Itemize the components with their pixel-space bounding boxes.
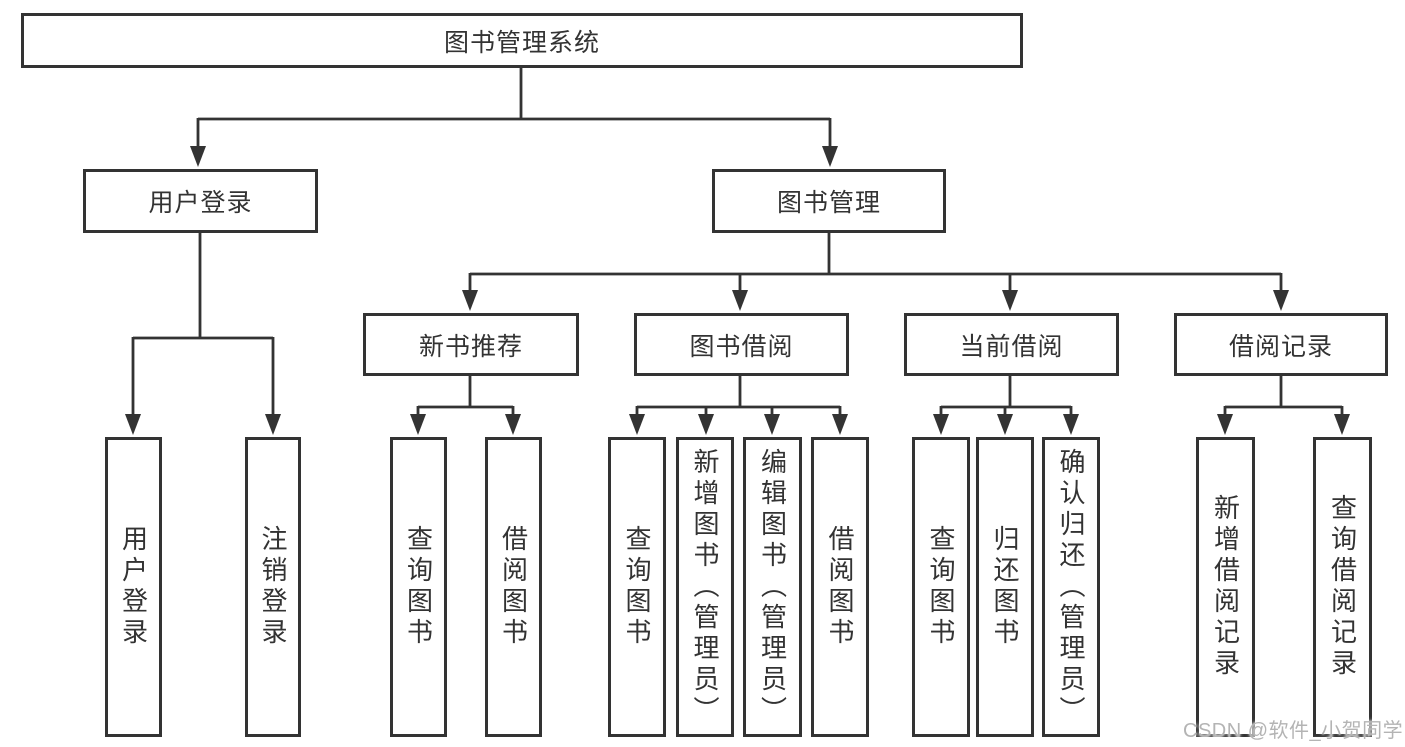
- leaf-return-books: 归还图书: [976, 437, 1034, 737]
- leaf-label: 确认归还（管理员）: [1056, 447, 1086, 727]
- arrow-icon: [1063, 414, 1079, 435]
- arrow-icon: [1217, 414, 1233, 435]
- leaf-add-borrow-record: 新增借阅记录: [1196, 437, 1255, 737]
- leaf-borrow-books: 借阅图书: [811, 437, 869, 737]
- leaf-label: 借阅图书: [498, 525, 529, 649]
- leaf-edit-books-admin: 编辑图书（管理员）: [743, 437, 802, 737]
- leaf-label: 查询图书: [403, 525, 434, 649]
- arrow-icon: [410, 414, 426, 435]
- arrow-icon: [764, 414, 780, 435]
- arrow-icon: [1002, 290, 1018, 311]
- arrow-icon: [997, 414, 1013, 435]
- leaf-label: 归还图书: [990, 525, 1020, 649]
- leaf-label: 查询借阅记录: [1327, 494, 1358, 680]
- arrow-icon: [505, 414, 521, 435]
- arrow-icon: [822, 146, 838, 167]
- leaf-label: 编辑图书（管理员）: [757, 447, 788, 727]
- arrow-icon: [125, 414, 141, 435]
- leaf-label: 用户登录: [118, 525, 149, 649]
- arrow-icon: [732, 290, 748, 311]
- arrow-icon: [832, 414, 848, 435]
- arrow-icon: [698, 414, 714, 435]
- node-root: 图书管理系统: [21, 13, 1023, 68]
- leaf-query-books-recommend: 查询图书: [390, 437, 447, 737]
- leaf-label: 查询图书: [926, 525, 956, 649]
- arrow-icon: [933, 414, 949, 435]
- csdn-watermark: CSDN @软件_小贺同学: [1183, 720, 1404, 742]
- leaf-label: 注销登录: [258, 525, 288, 649]
- node-book-borrow: 图书借阅: [634, 313, 849, 376]
- arrow-icon: [1273, 290, 1289, 311]
- node-current-borrow: 当前借阅: [904, 313, 1119, 376]
- leaf-logout: 注销登录: [245, 437, 301, 737]
- node-user-login: 用户登录: [83, 169, 318, 233]
- leaf-user-login: 用户登录: [105, 437, 162, 737]
- leaf-confirm-return-admin: 确认归还（管理员）: [1042, 437, 1100, 737]
- node-new-book-recommend: 新书推荐: [363, 313, 579, 376]
- leaf-label: 新增借阅记录: [1210, 494, 1241, 680]
- arrow-icon: [1334, 414, 1350, 435]
- node-borrow-records: 借阅记录: [1174, 313, 1388, 376]
- leaf-label: 新增图书（管理员）: [690, 447, 720, 727]
- node-book-management: 图书管理: [712, 169, 946, 233]
- leaf-borrow-books-recommend: 借阅图书: [485, 437, 542, 737]
- leaf-query-borrow-record: 查询借阅记录: [1313, 437, 1372, 737]
- arrow-icon: [265, 414, 281, 435]
- leaf-add-books-admin: 新增图书（管理员）: [676, 437, 734, 737]
- leaf-label: 借阅图书: [825, 525, 855, 649]
- leaf-query-books-current: 查询图书: [912, 437, 970, 737]
- leaf-label: 查询图书: [622, 525, 652, 649]
- arrow-icon: [462, 290, 478, 311]
- leaf-query-books-borrow: 查询图书: [608, 437, 666, 737]
- arrow-icon: [190, 146, 206, 167]
- arrowheads: [125, 146, 1350, 435]
- arrow-icon: [629, 414, 645, 435]
